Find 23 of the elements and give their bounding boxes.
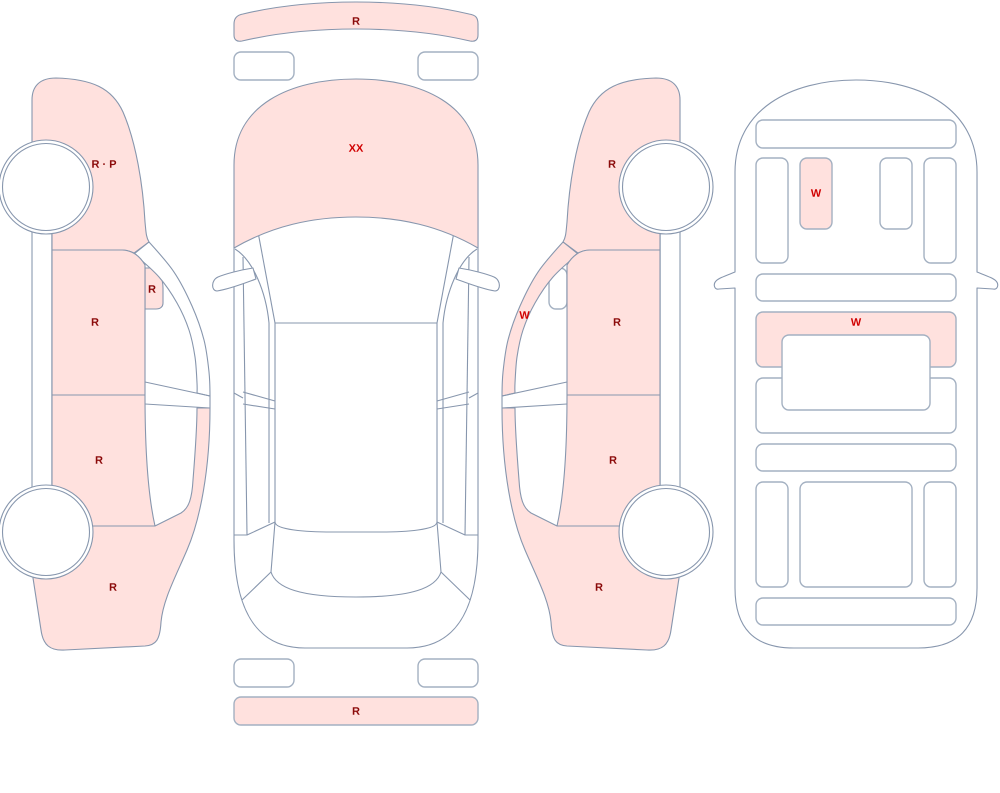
interior-panel (755, 157, 789, 264)
interior-panel (799, 481, 913, 588)
bumper-panel: R (233, 696, 479, 726)
hood-panel: XX (233, 78, 479, 249)
interior-panel (923, 481, 957, 588)
interior-panel (755, 273, 957, 302)
lamp-panel (417, 658, 479, 688)
roof-rail-panel (133, 241, 211, 397)
interior-panel (755, 443, 957, 472)
lamp-panel (233, 658, 295, 688)
interior-panel (755, 597, 957, 626)
interior-panel (755, 481, 789, 588)
door-panel: R (51, 249, 146, 396)
interior-panel (781, 334, 931, 411)
interior-panel (923, 157, 957, 264)
bumper-panel: R (233, 1, 479, 42)
interior-panel (879, 157, 913, 230)
interior-panel (755, 119, 957, 149)
roof-rail-panel: W (501, 241, 579, 397)
door-panel: R (566, 249, 661, 396)
lamp-panel (417, 51, 479, 81)
lamp-panel (233, 51, 295, 81)
interior-panel: W (799, 157, 833, 230)
